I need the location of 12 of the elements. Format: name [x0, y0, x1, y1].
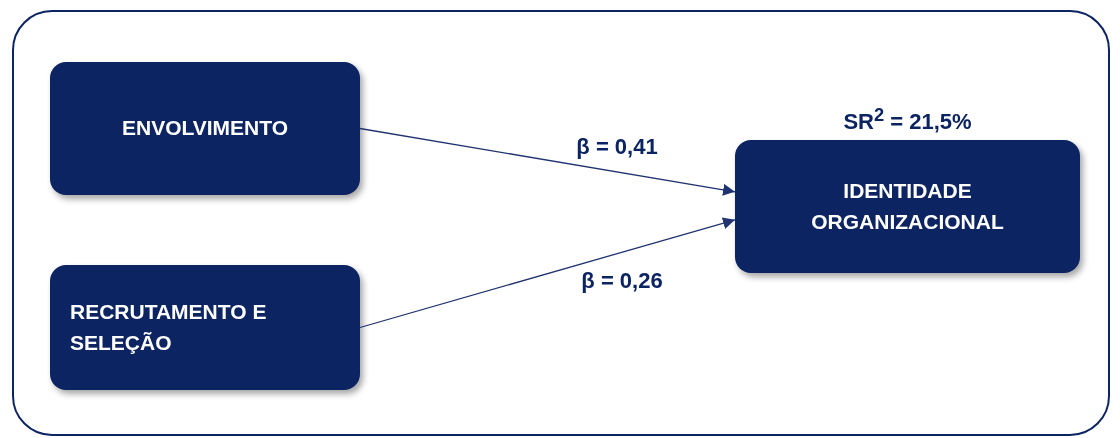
arrow — [359, 217, 736, 329]
node-label: RECRUTAMENTO E SELEÇÃO — [70, 299, 268, 356]
edge-label: β = 0,41 — [576, 134, 658, 160]
outer-frame — [12, 10, 1110, 436]
arrow — [359, 127, 736, 196]
node-label: IDENTIDADE ORGANIZACIONAL — [810, 178, 1005, 235]
node-label: ENVOLVIMENTO — [121, 115, 289, 142]
edge-label: β = 0,26 — [581, 268, 663, 294]
process-box — [735, 140, 1080, 273]
process-box — [50, 265, 360, 390]
process-box — [50, 62, 360, 195]
r-squared-label: SR$^{2}$ = 21,5% — [843, 104, 972, 136]
